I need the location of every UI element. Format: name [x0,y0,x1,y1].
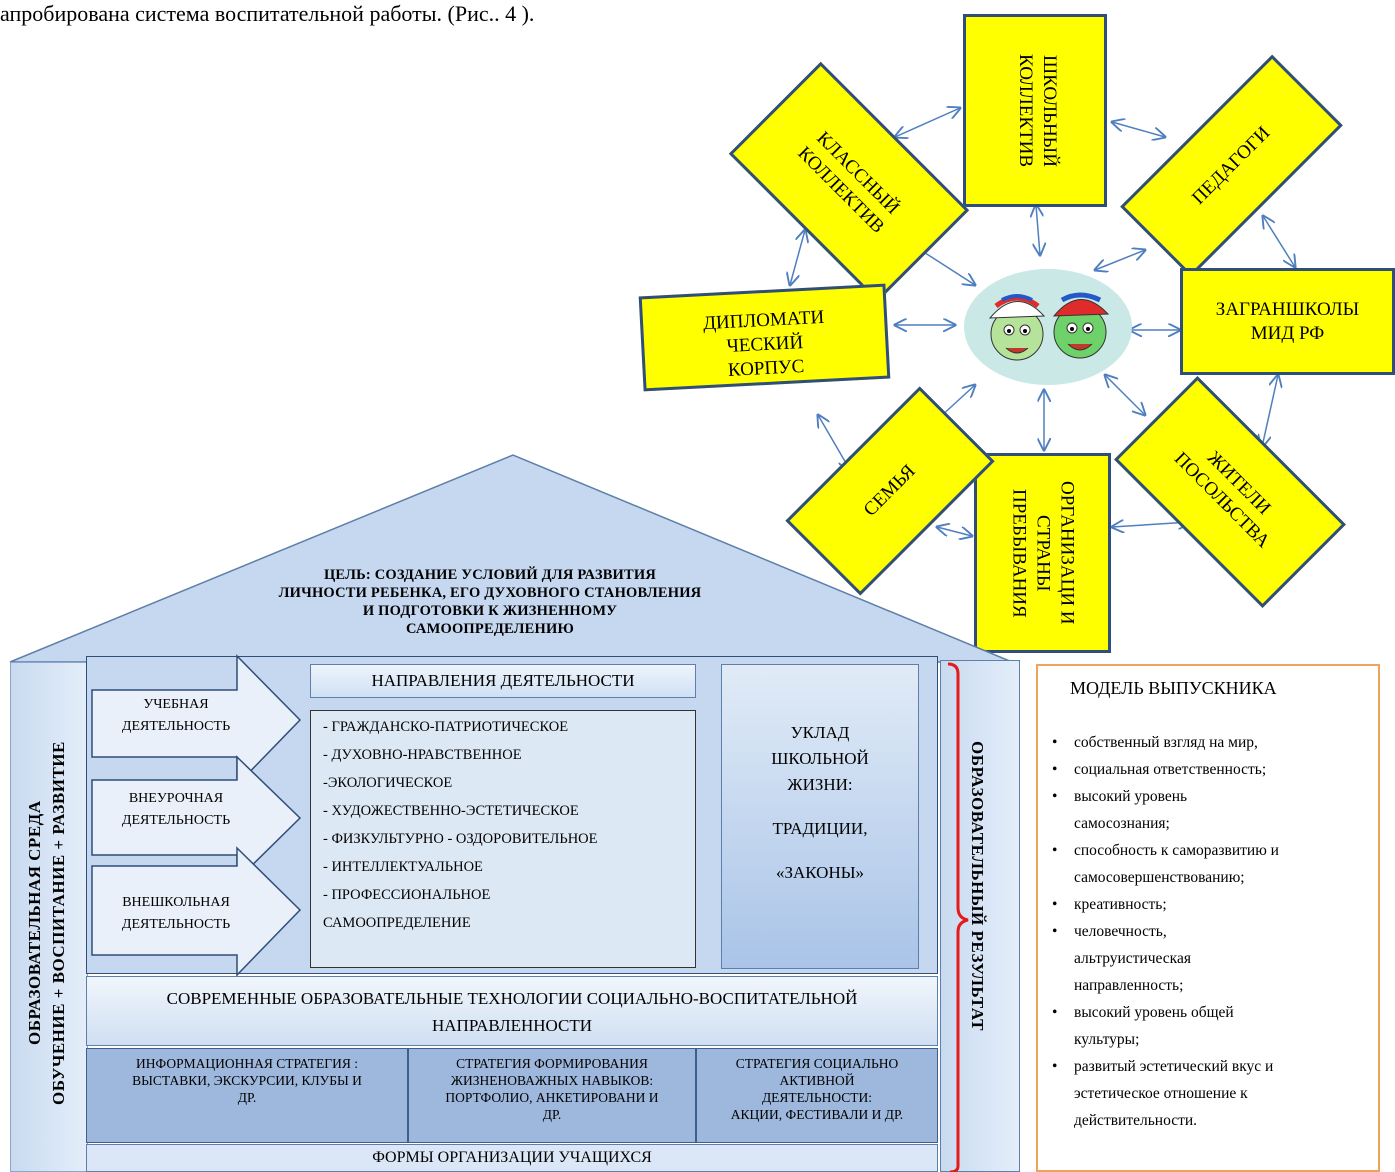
directions-title: НАПРАВЛЕНИЯ ДЕЯТЕЛЬНОСТИ [310,664,696,698]
house-goal: ЦЕЛЬ: СОЗДАНИЕ УСЛОВИЙ ДЛЯ РАЗВИТИЯ ЛИЧН… [278,567,702,637]
caption-text: апробирована система воспитательной рабо… [0,1,535,26]
list-item: собственный взгляд на мир, [1052,729,1378,756]
strategy-life-skills: СТРАТЕГИЯ ФОРМИРОВАНИЯ ЖИЗНЕНОВАЖНЫХ НАВ… [408,1048,696,1143]
strategy-social-activity: СТРАТЕГИЯ СОЦИАЛЬНО АКТИВНОЙ ДЕЯТЕЛЬНОСТ… [696,1048,938,1143]
list-item: способность к саморазвитию исамосовершен… [1052,837,1378,891]
node-school-collective: ШКОЛЬНЫЙ КОЛЛЕКТИВ [963,14,1107,207]
strategy-information: ИНФОРМАЦИОННАЯ СТРАТЕГИЯ : ВЫСТАВКИ, ЭКС… [86,1048,408,1143]
graduate-traits-list: собственный взгляд на мир, социальная от… [1038,729,1378,1134]
graduate-model-box: МОДЕЛЬ ВЫПУСКНИКА собственный взгляд на … [1036,664,1380,1172]
list-item: человечность,альтруистическаянаправленно… [1052,918,1378,999]
left-pillar: ОБРАЗОВАТЕЛЬНАЯ СРЕДА ОБУЧЕНИЕ + ВОСПИТА… [10,662,88,1172]
directions-list: - ГРАЖДАНСКО-ПАТРИОТИЧЕСКОЕ - ДУХОВНО-НР… [310,710,696,968]
technologies-band: СОВРЕМЕННЫЕ ОБРАЗОВАТЕЛЬНЫЕ ТЕХНОЛОГИИ С… [86,976,938,1046]
graduate-model-title: МОДЕЛЬ ВЫПУСКНИКА [1070,678,1277,698]
node-host-organizations: ОРГАНИЗАЦИ И СТРАНЫ ПРЕБЫВАНИЯ [974,453,1111,653]
list-item: развитый эстетический вкус иэстетическое… [1052,1053,1378,1134]
right-pillar-text: ОБРАЗОВАТЕЛЬНЫЙ РЕЗУЛЬТАТ [968,741,987,1031]
list-item: креативность; [1052,891,1378,918]
school-life-box: УКЛАД ШКОЛЬНОЙ ЖИЗНИ: ТРАДИЦИИ, «ЗАКОНЫ» [721,664,919,969]
two-cartoon-kids-icon [964,269,1132,385]
list-item: социальная ответственность; [1052,756,1378,783]
right-pillar: ОБРАЗОВАТЕЛЬНЫЙ РЕЗУЛЬТАТ [940,660,1020,1172]
forms-band: ФОРМЫ ОРГАНИЗАЦИИ УЧАЩИХСЯ [86,1144,938,1172]
